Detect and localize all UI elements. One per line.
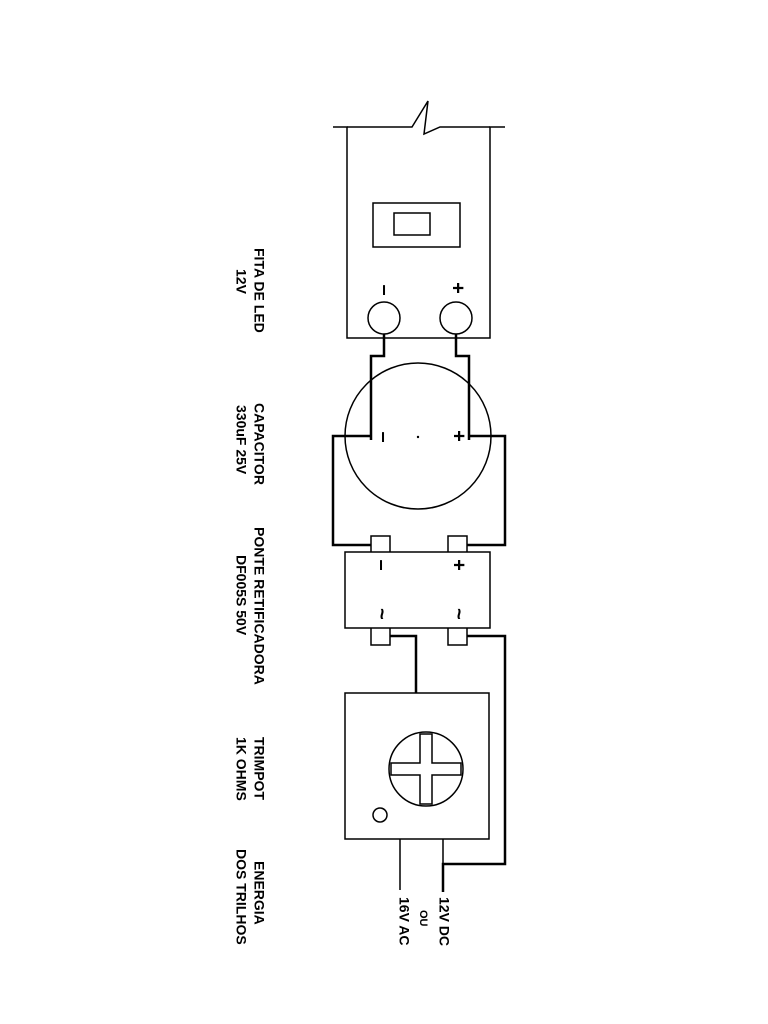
trimpot — [344, 692, 490, 840]
bridge-body — [344, 551, 491, 629]
bridge-ac1-sign: ~ — [371, 608, 393, 620]
led-plus-sign: + — [447, 282, 469, 294]
led-strip-label: FITA DE LED — [251, 248, 267, 333]
bridge-ac2-sign: ~ — [448, 608, 470, 620]
wire-bridge-ac2-to-input — [441, 634, 507, 892]
trimpot-body — [344, 692, 490, 840]
bridge-minus-sign: – — [371, 559, 393, 570]
capacitor-label: CAPACITOR — [251, 403, 267, 485]
led-strip: – + — [333, 100, 505, 339]
energy-label: ENERGIA — [251, 861, 267, 925]
led-strip-break-mark — [347, 100, 490, 136]
bridge-pin-negative — [370, 535, 391, 554]
input-voltage-ac-label: 16V AC — [396, 897, 412, 946]
led-strip-voltage-label: 12V — [233, 269, 249, 295]
capacitor-plus-sign: + — [448, 430, 470, 442]
wire-cap-neg-to-bridge — [331, 434, 373, 547]
bridge-rectifier-label: PONTE RETIFICADORA — [251, 527, 267, 685]
bridge-pin-ac2 — [447, 626, 468, 646]
trimpot-mark-dot — [372, 807, 388, 823]
wire-cap-pos-to-bridge — [467, 434, 507, 547]
led-pad-positive — [439, 301, 473, 335]
trimpot-value-label: 1K OHMS — [233, 737, 249, 801]
energy-source-label: DOS TRILHOS — [233, 849, 249, 945]
wire-bridge-ac1-to-trimpot — [390, 634, 418, 693]
wire-led-neg-to-cap — [369, 334, 386, 440]
bridge-pin-positive — [447, 535, 468, 554]
capacitor-center-dot — [416, 435, 420, 439]
capacitor-value-label: 330uF 25V — [233, 405, 249, 475]
bridge-plus-sign: + — [448, 559, 470, 571]
wire-led-pos-to-cap — [454, 334, 471, 440]
capacitor-minus-sign: – — [373, 431, 395, 442]
trimpot-knob — [388, 731, 464, 807]
bridge-pin-ac1 — [370, 626, 391, 646]
led-strip-outline — [333, 126, 505, 339]
input-voltage-dc-label: 12V DC — [436, 897, 452, 946]
bridge-rectifier: – + ~ ~ — [344, 535, 491, 646]
led-minus-sign: – — [374, 284, 396, 295]
trimpot-label: TRIMPOT — [251, 737, 267, 800]
led-chip-inner — [393, 212, 431, 236]
input-voltage-or-label: OU — [417, 910, 429, 927]
bridge-rectifier-part-label: DF005S 50V — [233, 555, 249, 636]
led-pad-negative — [367, 301, 401, 335]
trimpot-cross-slot — [390, 733, 462, 805]
